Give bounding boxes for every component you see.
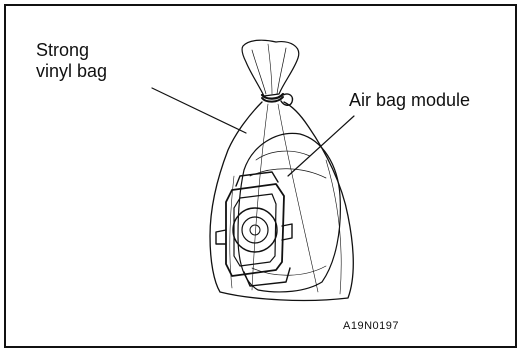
label-vinyl-line2: vinyl bag bbox=[36, 61, 107, 82]
label-strong-vinyl-bag: Strong vinyl bag bbox=[36, 40, 107, 82]
leader-line-air-bag-module bbox=[288, 116, 354, 176]
figure-code: A19N0197 bbox=[343, 320, 399, 332]
leader-line-vinyl-bag bbox=[152, 88, 246, 133]
label-air-bag-module: Air bag module bbox=[349, 90, 470, 111]
label-vinyl-line1: Strong bbox=[36, 40, 107, 61]
